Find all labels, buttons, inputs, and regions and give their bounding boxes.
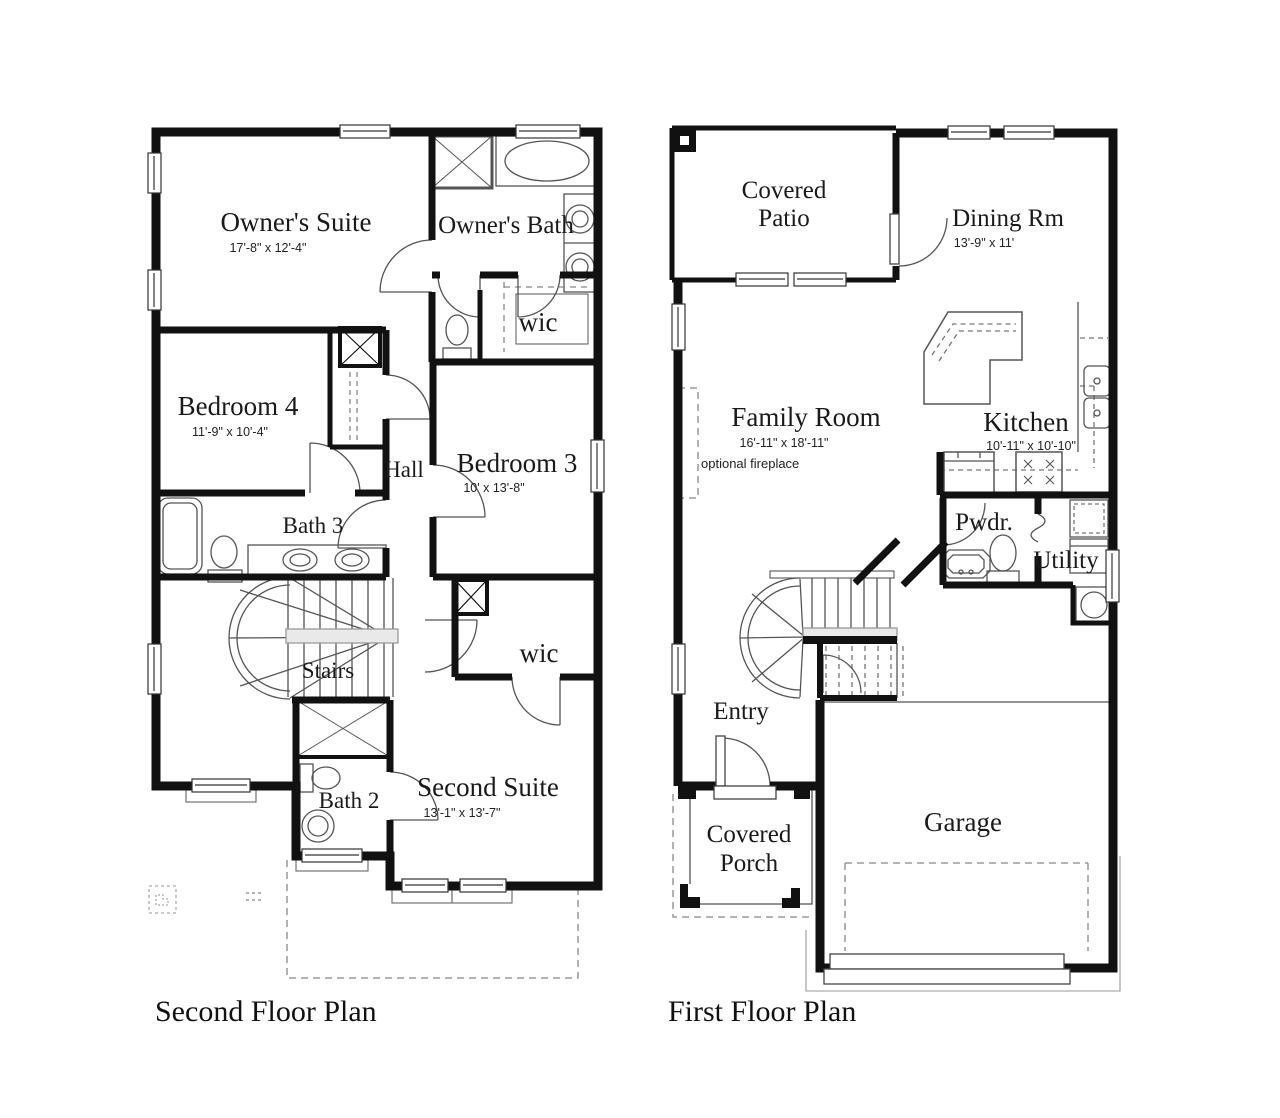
interior-walls [803, 452, 1113, 701]
room-label-bedroom3: Bedroom 3 [457, 448, 578, 478]
island-counter-dashed [931, 323, 1016, 362]
cabinet-dashed [940, 337, 1108, 471]
sink [334, 548, 370, 572]
water-heater [1080, 591, 1108, 619]
room-label-bath3: Bath 3 [283, 513, 344, 538]
wic-shelf [515, 293, 589, 345]
toilet-tank [986, 570, 1020, 584]
water-heater-nook [1070, 585, 1113, 626]
toilet-bowl [989, 534, 1017, 572]
toilet-tank [442, 347, 472, 360]
room-label-patio-1: Covered [742, 177, 827, 204]
range [1015, 451, 1063, 493]
stairs-below-dashed [825, 646, 904, 696]
stair-landing [285, 628, 399, 644]
first-floor-plan: Covered Patio Dining Rm 13'-9" x 11' Fam… [668, 125, 1121, 1028]
room-dims-family: 16'-11" x 18'-11" [740, 436, 829, 450]
exterior-trim [805, 856, 1121, 992]
tub [504, 140, 590, 182]
room-label-wic-upper: wic [519, 307, 558, 337]
room-dims-bedroom4: 11'-9" x 10'-4" [192, 425, 268, 439]
tub [157, 497, 203, 575]
garage-pad-dashed [844, 862, 1089, 951]
toilet-tank [299, 763, 314, 793]
room-label-wic-lower: wic [520, 638, 559, 668]
interior-walls [156, 132, 598, 856]
second-floor-labels: Owner's Suite 17'-8" x 12'-4" Owner's Ba… [155, 207, 577, 1028]
second-floor-chases [296, 326, 489, 759]
kitchen-sink [1083, 365, 1111, 397]
first-floor-labels: Covered Patio Dining Rm 13'-9" x 11' Fam… [668, 177, 1099, 1028]
sink [282, 548, 318, 572]
room-label-patio-2: Patio [758, 205, 809, 232]
room-label-porch-1: Covered [707, 821, 792, 848]
toilet-bowl [445, 314, 469, 346]
toilet-bowl [311, 766, 341, 790]
stair-rail [769, 570, 895, 579]
sink [301, 809, 335, 843]
first-floor-windows [671, 125, 1120, 800]
second-floor-casework [327, 290, 483, 450]
room-label-entry: Entry [713, 698, 769, 725]
porch-posts [678, 786, 810, 908]
room-label-bedroom4: Bedroom 4 [178, 391, 299, 421]
patio-post-core [680, 136, 689, 145]
room-dims-owners-suite: 17'-8" x 12'-4" [230, 241, 307, 255]
washer [1069, 499, 1109, 538]
kitchen-island [923, 311, 1023, 405]
porch-outline [689, 790, 813, 905]
room-label-hall: Hall [384, 457, 424, 482]
second-floor-title: Second Floor Plan [155, 995, 377, 1028]
room-label-family: Family Room [731, 402, 880, 432]
plan-key-icon [148, 885, 177, 914]
patio-walls [669, 125, 896, 283]
room-label-bath2: Bath 2 [319, 788, 380, 813]
room-label-second-suite: Second Suite [417, 772, 559, 802]
second-floor-roof-outline [148, 860, 579, 979]
room-dims-dining: 13'-9" x 11' [954, 236, 1014, 250]
room-label-owners-bath: Owner's Bath [438, 212, 574, 239]
room-label-garage: Garage [924, 807, 1002, 837]
toilet-bowl [210, 535, 238, 569]
closet-rod [349, 372, 358, 443]
refrigerator [943, 451, 995, 495]
front-door-leaf [715, 735, 726, 787]
garage-door [823, 953, 1071, 985]
second-floor-windows [147, 124, 605, 893]
room-label-kitchen: Kitchen [983, 407, 1069, 437]
pwdr-sink [941, 549, 991, 579]
room-label-utility: Utility [1033, 547, 1099, 574]
tub-alcove [495, 135, 599, 187]
first-floor-details [689, 217, 1121, 992]
range-burners [1023, 459, 1055, 485]
shower-x [295, 699, 391, 758]
stair-treads [811, 578, 891, 638]
room-label-dining: Dining Rm [952, 205, 1064, 232]
shower-x [431, 135, 493, 189]
room-dims-bedroom3: 10' x 13'-8" [463, 481, 524, 495]
curved-stair-radials [739, 578, 806, 698]
optional-fireplace-note: optional fireplace [701, 456, 799, 471]
wic-shelf-dashed [503, 282, 592, 352]
room-label-stairs: Stairs [302, 658, 354, 683]
first-floor-dashed [672, 387, 1089, 951]
room-label-porch-2: Porch [720, 850, 779, 877]
room-dims-second-suite: 13'-1" x 13'-7" [424, 806, 501, 820]
door-swings [309, 239, 561, 821]
kitchen-sink [1083, 397, 1111, 429]
second-floor-plan: Owner's Suite 17'-8" x 12'-4" Owner's Ba… [147, 124, 605, 1028]
room-dims-kitchen: 10'-11" x 10'-10" [986, 439, 1076, 453]
first-floor-title: First Floor Plan [668, 995, 856, 1028]
porch-roof-dashed [672, 794, 813, 918]
patio-door-leaf [889, 213, 900, 265]
room-label-pwdr: Pwdr. [955, 509, 1013, 536]
room-label-owners-suite: Owner's Suite [220, 207, 371, 237]
entry-step [713, 785, 777, 800]
door-leaves [715, 213, 900, 787]
